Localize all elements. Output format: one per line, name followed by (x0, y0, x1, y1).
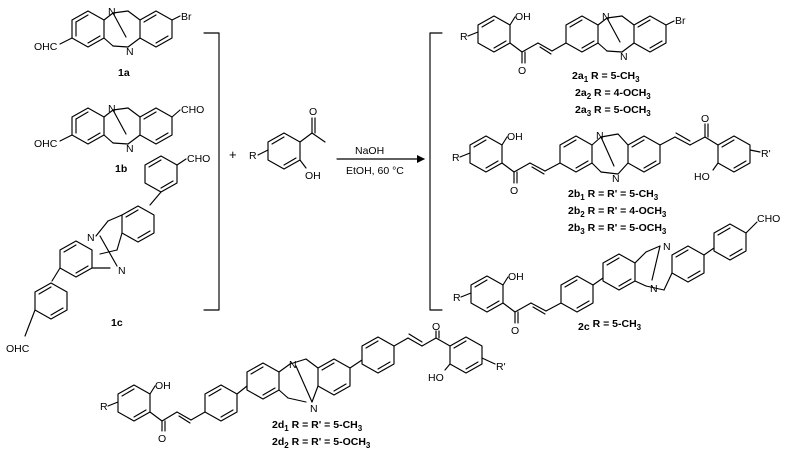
atom-o: O (701, 113, 709, 125)
product-label: 2d2 R = R' = 5-OCH3 (272, 436, 371, 450)
atom-oh: OH (515, 11, 531, 23)
atom-oh: OH (305, 170, 321, 182)
bracket-left (203, 32, 220, 311)
atom-cho: CHO (187, 153, 210, 165)
atom-br: Br (675, 15, 686, 27)
label-1b: 1b (115, 163, 127, 175)
atom-n: N (126, 143, 134, 155)
atom-n: N (126, 46, 134, 58)
labels-2d: 2d1 R = R' = 5-CH3 2d2 R = R' = 5-OCH3 (272, 419, 371, 450)
compound-1c: CHO N N OHC 1c (6, 153, 210, 355)
atom-r: R (452, 152, 460, 164)
compound-2d: R OH O N N (100, 321, 506, 445)
compound-1b: N N CHO OHC 1b (34, 103, 204, 175)
bracket-right (429, 32, 443, 311)
acetophenone-reagent: R O OH (249, 106, 326, 182)
atom-ho: HO (428, 372, 444, 384)
compound-2b: R OH O N N O (452, 113, 771, 197)
atom-ohc: OHC (34, 138, 58, 150)
atom-oh: OH (507, 131, 523, 143)
atom-r: R (249, 150, 257, 162)
reaction-arrow: NaOH EtOH, 60 °C (336, 145, 425, 177)
atom-o: O (309, 106, 317, 118)
atom-br: Br (181, 11, 192, 23)
atom-n: N (118, 265, 126, 277)
compound-2c: R OH O N N CHO (453, 213, 780, 337)
condition-reagent: NaOH (355, 145, 384, 157)
atom-o: O (511, 325, 519, 337)
product-label: 2b3 R = R' = 5-OCH3 (568, 222, 667, 236)
atom-n: N (663, 241, 671, 253)
atom-r-prime: R' (496, 361, 506, 373)
atom-o: O (510, 185, 518, 197)
atom-ohc: OHC (34, 41, 58, 53)
atom-ohc: OHC (6, 343, 30, 355)
atom-r-prime: R' (761, 148, 771, 160)
labels-2b: 2b1 R = R' = 5-CH3 2b2 R = R' = 4-OCH3 2… (568, 188, 667, 236)
atom-o: O (432, 321, 440, 333)
product-label: 2c R = 5-CH3 (578, 318, 642, 333)
label-1a: 1a (118, 67, 130, 79)
atom-n: N (310, 403, 318, 415)
atom-oh: OH (508, 271, 524, 283)
atom-o: O (158, 433, 166, 445)
atom-n: N (596, 130, 604, 142)
compound-2a: R OH O N N Br (460, 11, 686, 77)
product-label: 2b1 R = R' = 5-CH3 (568, 188, 659, 202)
product-label: 2b2 R = R' = 4-OCH3 (568, 205, 667, 219)
plus-sign: + (229, 147, 237, 162)
atom-n: N (602, 11, 610, 23)
atom-n: N (108, 6, 116, 18)
compound-1a: N N Br OHC 1a (34, 6, 192, 79)
atom-r: R (460, 31, 468, 43)
product-label: 2a2 R = 4-OCH3 (575, 87, 651, 101)
condition-solvent: EtOH, 60 °C (346, 165, 404, 177)
atom-oh: OH (155, 380, 171, 392)
label-1c: 1c (111, 317, 123, 329)
labels-2a: 2a1 R = 5-CH3 2a2 R = 4-OCH3 2a3 R = 5-O… (572, 70, 651, 118)
atom-cho: CHO (757, 213, 780, 225)
labels-2c: 2c R = 5-CH3 (578, 318, 642, 333)
atom-n: N (612, 173, 620, 185)
atom-cho: CHO (181, 104, 204, 116)
atom-o: O (518, 65, 526, 77)
atom-n: N (87, 232, 95, 244)
atom-r: R (453, 292, 461, 304)
product-label: 2a3 R = 5-OCH3 (575, 104, 651, 118)
product-label: 2d1 R = R' = 5-CH3 (272, 419, 363, 433)
product-label: 2a1 R = 5-CH3 (572, 70, 640, 84)
atom-n: N (108, 103, 116, 115)
atom-r: R (100, 401, 108, 413)
atom-ho: HO (694, 171, 710, 183)
atom-n: N (289, 359, 297, 371)
atom-n: N (620, 51, 628, 63)
atom-n: N (650, 283, 658, 295)
